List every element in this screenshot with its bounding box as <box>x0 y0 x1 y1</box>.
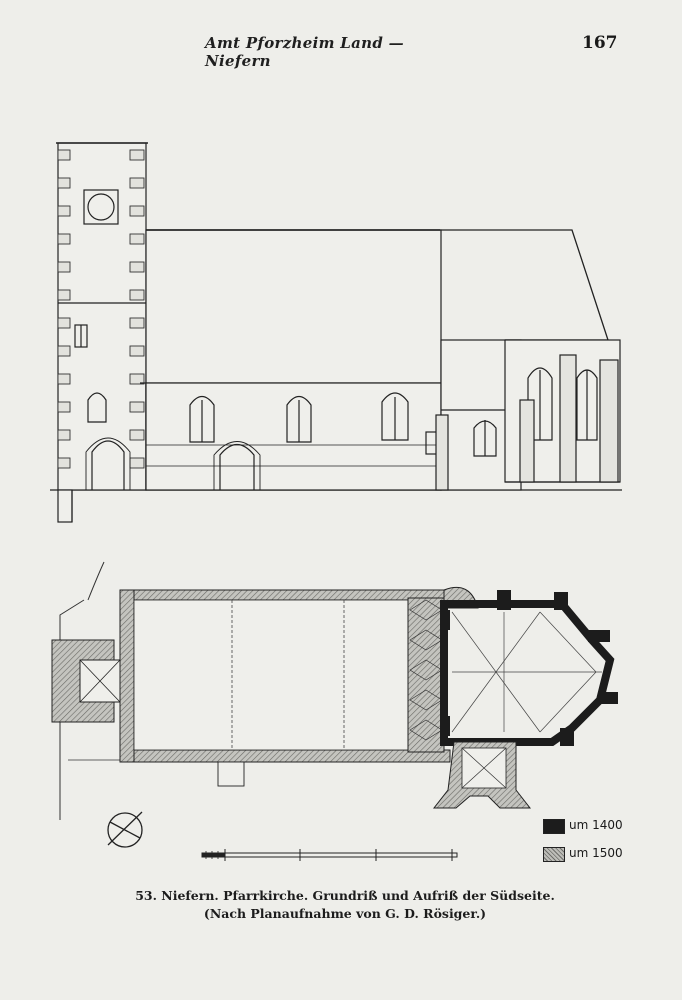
legend-swatch-hatched <box>543 847 565 862</box>
nave-door <box>219 443 255 490</box>
plan-nave-interior <box>133 599 409 751</box>
legend: um 1400 um 1500 <box>543 818 653 868</box>
legend-swatch-solid <box>543 819 565 834</box>
legend-label: um 1400 <box>569 818 623 832</box>
buttress-3 <box>519 399 535 483</box>
buttress-2 <box>599 359 619 483</box>
ground-plan <box>51 561 618 820</box>
south-elevation <box>50 142 622 523</box>
page-header: Amt Pforzheim Land — Niefern 167 <box>0 33 682 70</box>
tower-window-arched <box>87 392 107 423</box>
buttress-1 <box>559 354 577 483</box>
caption-line-1: 53. Niefern. Pfarrkirche. Grundriß und A… <box>135 888 555 903</box>
tower-quoins <box>57 149 145 469</box>
running-title: Amt Pforzheim Land — Niefern <box>205 34 404 70</box>
clock-face <box>87 193 115 221</box>
plan-choir-vault <box>451 611 602 733</box>
choir-window-2 <box>576 369 598 441</box>
clock-frame <box>83 189 119 225</box>
legend-label: um 1500 <box>569 846 623 860</box>
nave-windows <box>189 392 409 443</box>
north-arrow <box>107 811 143 848</box>
caption-line-2: (Nach Planaufnahme von G. D. Rösiger.) <box>203 906 487 921</box>
plan-choir-walls <box>440 600 615 746</box>
plan-choir-buttresses <box>440 590 618 758</box>
chancel-window <box>473 420 497 457</box>
page-number: 167 <box>582 33 618 53</box>
tower-foundation <box>57 489 73 523</box>
choir-window-1 <box>527 367 553 441</box>
tower-door <box>91 440 125 490</box>
scale-bar <box>201 849 458 861</box>
legend-item-um-1500: um 1500 <box>543 846 653 862</box>
figure-caption: 53. Niefern. Pfarrkirche. Grundriß und A… <box>120 887 570 923</box>
legend-item-um-1400: um 1400 <box>543 818 653 834</box>
